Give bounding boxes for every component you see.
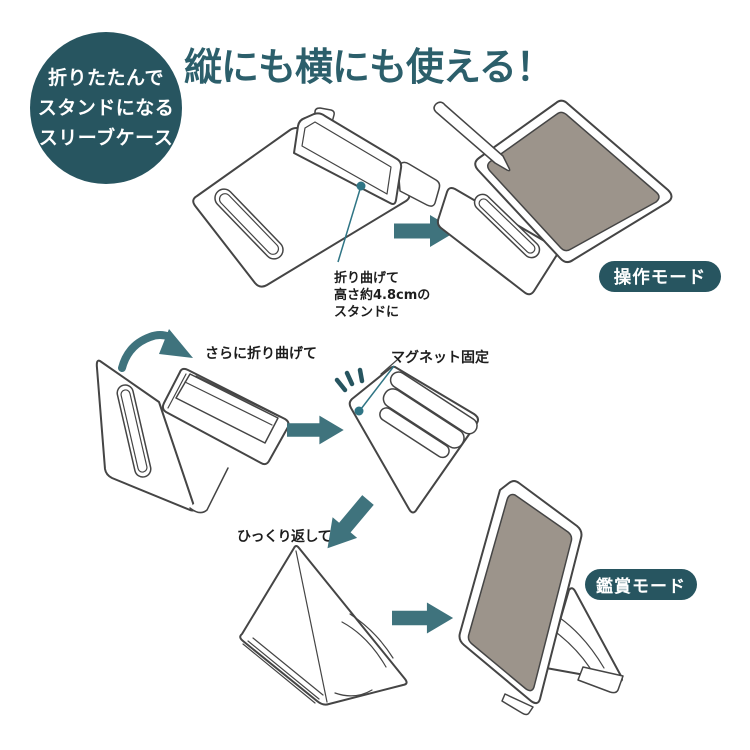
arrow-down-left-icon bbox=[315, 489, 381, 559]
step1-case-with-flap-illustration bbox=[192, 107, 441, 288]
pointer-dot-icon bbox=[354, 406, 364, 416]
badge-circle: 折りたたんで スタンドになる スリーブケース bbox=[30, 32, 182, 184]
step4-triangle-stand-illustration bbox=[239, 545, 408, 706]
stylus-illustration bbox=[433, 101, 511, 172]
magnet-snap-icon bbox=[334, 367, 365, 393]
badge-line-3: スリーブケース bbox=[38, 127, 174, 149]
operation-mode-badge: 操作モード bbox=[599, 261, 721, 292]
viewing-mode-tablet-illustration bbox=[458, 480, 624, 716]
arrow-right-icon bbox=[392, 602, 454, 634]
viewing-mode-badge: 鑑賞モード bbox=[585, 569, 697, 600]
fold-more-label: さらに折り曲げて bbox=[205, 346, 317, 362]
page-title: 縦にも横にも使える！ bbox=[184, 45, 554, 89]
step3-magnet-fixed-illustration bbox=[334, 359, 479, 514]
operation-mode-tablet-illustration bbox=[433, 99, 673, 296]
pointer-dot-icon bbox=[356, 181, 366, 191]
step2-folding-illustration bbox=[95, 329, 290, 514]
fold-height-note: 折り曲げて 高さ約4.8cmの スタンドに bbox=[334, 270, 430, 321]
arrow-right-icon bbox=[287, 415, 344, 445]
flip-over-label: ひっくり返して bbox=[237, 529, 332, 545]
badge-line-1: 折りたたんで bbox=[47, 67, 165, 89]
magnet-label: マグネット固定 bbox=[391, 350, 489, 366]
badge-line-2: スタンドになる bbox=[37, 97, 175, 119]
fold-height-note-line-3: スタンドに bbox=[334, 305, 400, 320]
fold-height-note-line-2: 高さ約4.8cmの bbox=[334, 288, 431, 303]
curved-arrow-icon bbox=[118, 331, 174, 372]
fold-height-note-line-1: 折り曲げて bbox=[334, 271, 400, 286]
